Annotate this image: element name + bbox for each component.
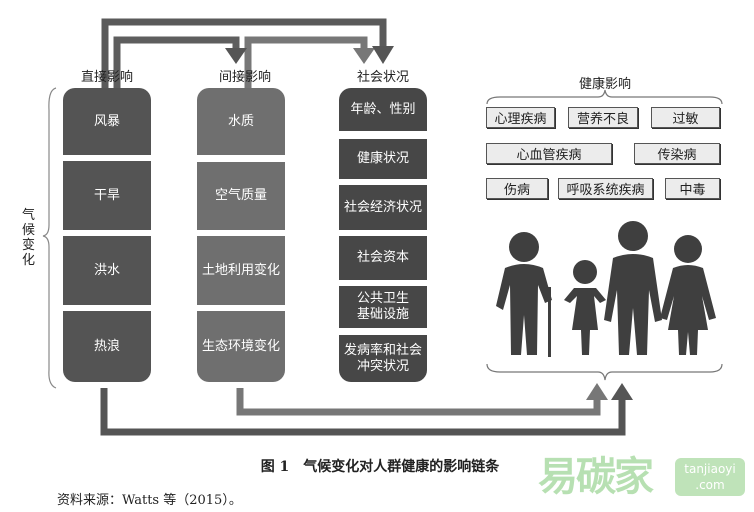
header-direct: 直接影响 xyxy=(80,70,133,85)
watermark-domain: tanjiaoyi .com xyxy=(675,458,745,496)
direct-item: 干旱 xyxy=(63,161,151,230)
health-item: 传染病 xyxy=(634,143,720,164)
header-indirect: 间接影响 xyxy=(218,70,271,85)
brace-people xyxy=(486,363,723,381)
label-climate-change: 气候变化 xyxy=(22,208,36,268)
health-item: 心血管疾病 xyxy=(486,143,612,164)
indirect-item: 生态环境变化 xyxy=(197,311,285,382)
arrowhead xyxy=(225,48,247,64)
direct-item: 洪水 xyxy=(63,236,151,305)
brace-health xyxy=(486,89,723,105)
family-silhouette-icon xyxy=(496,221,716,357)
direct-item: 风暴 xyxy=(63,88,151,155)
arrowhead xyxy=(353,48,375,64)
arrow-indirect-to-health xyxy=(236,388,601,416)
social-item: 发病率和社会冲突状况 xyxy=(339,335,427,382)
arrow-direct-to-health xyxy=(100,388,626,436)
health-item: 过敏 xyxy=(651,107,720,128)
header-social: 社会状况 xyxy=(356,70,409,85)
social-item: 年龄、性别 xyxy=(339,88,427,131)
social-item: 社会资本 xyxy=(339,236,427,280)
arrow-direct-to-social xyxy=(101,18,387,88)
health-item: 营养不良 xyxy=(568,107,638,128)
health-item: 伤病 xyxy=(486,178,548,199)
header-health: 健康影响 xyxy=(578,77,631,92)
watermark-logo: 易碳家 xyxy=(538,454,654,500)
arrowhead xyxy=(586,383,608,400)
arrowhead xyxy=(372,46,394,64)
social-item: 健康状况 xyxy=(339,139,427,179)
indirect-item: 土地利用变化 xyxy=(197,236,285,305)
watermark-domain-name: tanjiaoyi xyxy=(684,462,736,476)
health-item: 呼吸系统疾病 xyxy=(558,178,653,199)
health-item: 心理疾病 xyxy=(486,107,555,128)
arrow-indirect-to-social xyxy=(244,36,368,88)
watermark-tld: .com xyxy=(695,478,725,492)
social-item: 社会经济状况 xyxy=(339,185,427,230)
indirect-item: 空气质量 xyxy=(197,162,285,230)
source-note: 资料来源：Watts 等（2015）。 xyxy=(57,493,242,508)
direct-item: 热浪 xyxy=(63,311,151,382)
figure-caption: 图 1 气候变化对人群健康的影响链条 xyxy=(260,459,500,475)
arrowhead xyxy=(611,383,633,400)
social-item: 公共卫生基础设施 xyxy=(339,286,427,328)
arrow-direct-to-indirect xyxy=(113,36,240,88)
indirect-item: 水质 xyxy=(197,88,285,155)
health-item: 中毒 xyxy=(665,178,720,199)
brace-climate xyxy=(42,87,57,389)
